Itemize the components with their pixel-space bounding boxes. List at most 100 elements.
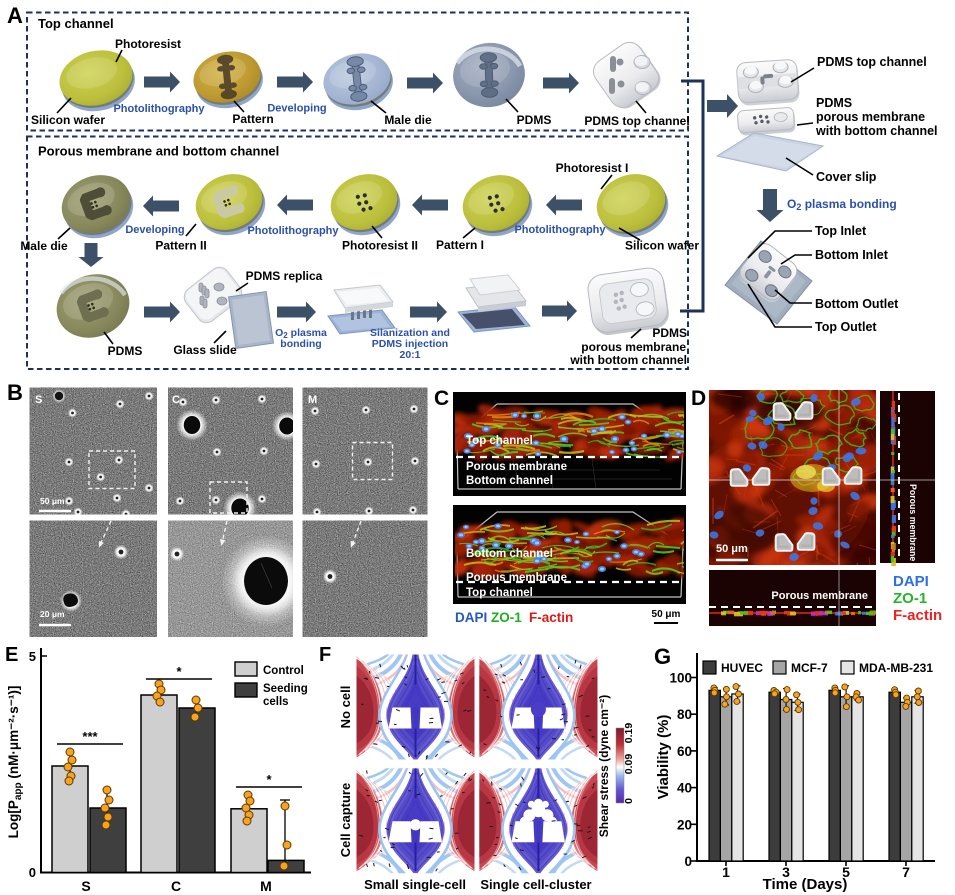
svg-text:PDMS replica: PDMS replica bbox=[246, 269, 323, 283]
svg-text:Bottom channel: Bottom channel bbox=[466, 548, 553, 560]
svg-text:Viability (%): Viability (%) bbox=[655, 715, 672, 800]
svg-text:PDMS top channel: PDMS top channel bbox=[584, 114, 689, 128]
svg-text:5: 5 bbox=[842, 864, 850, 880]
svg-text:Porous membrane: Porous membrane bbox=[466, 461, 567, 473]
svg-text:S: S bbox=[81, 878, 90, 894]
svg-text:3: 3 bbox=[782, 864, 790, 880]
svg-text:Bottom channel: Bottom channel bbox=[466, 475, 553, 487]
svg-text:Log[Papp (nM·μm⁻²·s⁻¹)]: Log[Papp (nM·μm⁻²·s⁻¹)] bbox=[6, 686, 24, 839]
svg-text:No cell: No cell bbox=[338, 686, 353, 729]
svg-text:0: 0 bbox=[623, 798, 635, 804]
svg-text:F: F bbox=[319, 644, 331, 666]
svg-text:Top Outlet: Top Outlet bbox=[815, 320, 877, 334]
svg-text:porous membrane: porous membrane bbox=[816, 110, 925, 124]
svg-text:0: 0 bbox=[684, 854, 692, 869]
svg-text:0.09: 0.09 bbox=[623, 754, 635, 775]
svg-text:PDMS injection: PDMS injection bbox=[372, 338, 448, 350]
svg-text:Shear stress (dyne cm⁻²): Shear stress (dyne cm⁻²) bbox=[597, 695, 611, 837]
svg-text:Porous membrane: Porous membrane bbox=[908, 484, 918, 561]
svg-text:Silicon wafer: Silicon wafer bbox=[31, 113, 105, 127]
svg-text:Control: Control bbox=[263, 665, 304, 677]
svg-text:80: 80 bbox=[677, 707, 692, 722]
svg-text:Photoresist I: Photoresist I bbox=[556, 161, 629, 175]
svg-text:PDMS: PDMS bbox=[108, 344, 143, 358]
svg-text:Cell capture: Cell capture bbox=[338, 783, 353, 857]
svg-text:F-actin: F-actin bbox=[893, 607, 942, 624]
svg-text:20: 20 bbox=[677, 817, 692, 832]
svg-text:HUVEC: HUVEC bbox=[721, 661, 763, 675]
svg-text:20 μm: 20 μm bbox=[40, 609, 65, 619]
svg-text:Developing: Developing bbox=[125, 224, 184, 236]
svg-text:ZO-1: ZO-1 bbox=[893, 590, 927, 607]
svg-text:E: E bbox=[5, 644, 18, 666]
svg-text:***: *** bbox=[82, 729, 98, 744]
svg-text:Photoresist II: Photoresist II bbox=[342, 239, 418, 253]
svg-text:50 μm: 50 μm bbox=[652, 609, 681, 620]
svg-text:S: S bbox=[35, 394, 42, 406]
svg-text:PDMS: PDMS bbox=[652, 326, 687, 340]
svg-text:100: 100 bbox=[669, 671, 692, 686]
svg-text:MCF-7: MCF-7 bbox=[791, 661, 828, 675]
svg-text:Cover slip: Cover slip bbox=[816, 170, 877, 184]
svg-text:C: C bbox=[171, 878, 181, 894]
svg-text:Porous membrane: Porous membrane bbox=[466, 572, 567, 584]
svg-text:50 μm: 50 μm bbox=[40, 496, 65, 506]
svg-text:60: 60 bbox=[677, 744, 692, 759]
svg-text:Small single-cell: Small single-cell bbox=[364, 877, 466, 892]
svg-text:PDMS: PDMS bbox=[816, 96, 852, 110]
svg-text:ZO-1: ZO-1 bbox=[491, 610, 522, 625]
svg-text:Male die: Male die bbox=[384, 113, 432, 127]
svg-text:7: 7 bbox=[902, 864, 910, 880]
svg-text:M: M bbox=[308, 394, 317, 406]
svg-text:Glass slide: Glass slide bbox=[173, 343, 237, 357]
svg-text:Top channel: Top channel bbox=[466, 587, 533, 599]
svg-text:Photolithography: Photolithography bbox=[514, 224, 606, 236]
svg-text:Bottom Outlet: Bottom Outlet bbox=[815, 297, 899, 311]
svg-text:*: * bbox=[266, 772, 272, 787]
svg-text:porous membrane: porous membrane bbox=[581, 340, 686, 354]
svg-text:with bottom channel: with bottom channel bbox=[815, 124, 938, 138]
svg-text:Male die: Male die bbox=[20, 239, 68, 253]
svg-text:Silicon wafer: Silicon wafer bbox=[625, 239, 699, 253]
svg-text:D: D bbox=[691, 387, 706, 410]
svg-text:M: M bbox=[260, 878, 272, 894]
svg-text:O2 plasma: O2 plasma bbox=[275, 327, 327, 340]
svg-text:C: C bbox=[434, 387, 449, 410]
svg-text:G: G bbox=[654, 644, 671, 669]
svg-text:F-actin: F-actin bbox=[529, 610, 573, 625]
svg-text:Photoresist: Photoresist bbox=[115, 37, 181, 51]
svg-text:0.19: 0.19 bbox=[623, 723, 635, 744]
svg-text:Silanization and: Silanization and bbox=[370, 327, 450, 339]
svg-text:50 μm: 50 μm bbox=[716, 543, 748, 555]
svg-text:Porous membrane: Porous membrane bbox=[771, 590, 868, 602]
svg-text:Single cell-cluster: Single cell-cluster bbox=[480, 877, 591, 892]
svg-text:Bottom Inlet: Bottom Inlet bbox=[815, 248, 889, 262]
svg-text:Pattern: Pattern bbox=[232, 112, 273, 126]
svg-text:PDMS top channel: PDMS top channel bbox=[817, 55, 927, 69]
svg-text:Photolithography: Photolithography bbox=[247, 225, 339, 237]
svg-text:A: A bbox=[7, 3, 23, 28]
svg-text:40: 40 bbox=[677, 781, 692, 796]
svg-text:Pattern II: Pattern II bbox=[155, 239, 206, 253]
svg-text:Seeding: Seeding bbox=[263, 683, 308, 695]
svg-text:Porous membrane and bottom cha: Porous membrane and bottom channel bbox=[38, 144, 279, 159]
svg-text:PDMS: PDMS bbox=[517, 113, 552, 127]
svg-text:Top channel: Top channel bbox=[466, 435, 533, 447]
svg-text:bonding: bonding bbox=[280, 338, 321, 350]
svg-text:Top channel: Top channel bbox=[38, 16, 114, 31]
svg-text:cells: cells bbox=[263, 696, 289, 708]
svg-text:DAPI: DAPI bbox=[455, 610, 487, 625]
svg-text:Photolithography: Photolithography bbox=[113, 103, 205, 115]
svg-text:0: 0 bbox=[29, 865, 36, 880]
svg-text:O2 plasma bonding: O2 plasma bonding bbox=[787, 197, 897, 212]
svg-text:Time (Days): Time (Days) bbox=[763, 876, 848, 893]
svg-text:1: 1 bbox=[722, 864, 730, 880]
svg-text:DAPI: DAPI bbox=[893, 573, 929, 590]
svg-text:B: B bbox=[7, 380, 23, 405]
svg-text:*: * bbox=[176, 664, 182, 679]
svg-text:Top Inlet: Top Inlet bbox=[815, 224, 867, 238]
svg-text:MDA-MB-231: MDA-MB-231 bbox=[859, 661, 933, 675]
svg-text:C: C bbox=[172, 394, 180, 406]
svg-text:Pattern I: Pattern I bbox=[436, 238, 484, 252]
svg-text:20:1: 20:1 bbox=[399, 349, 420, 361]
